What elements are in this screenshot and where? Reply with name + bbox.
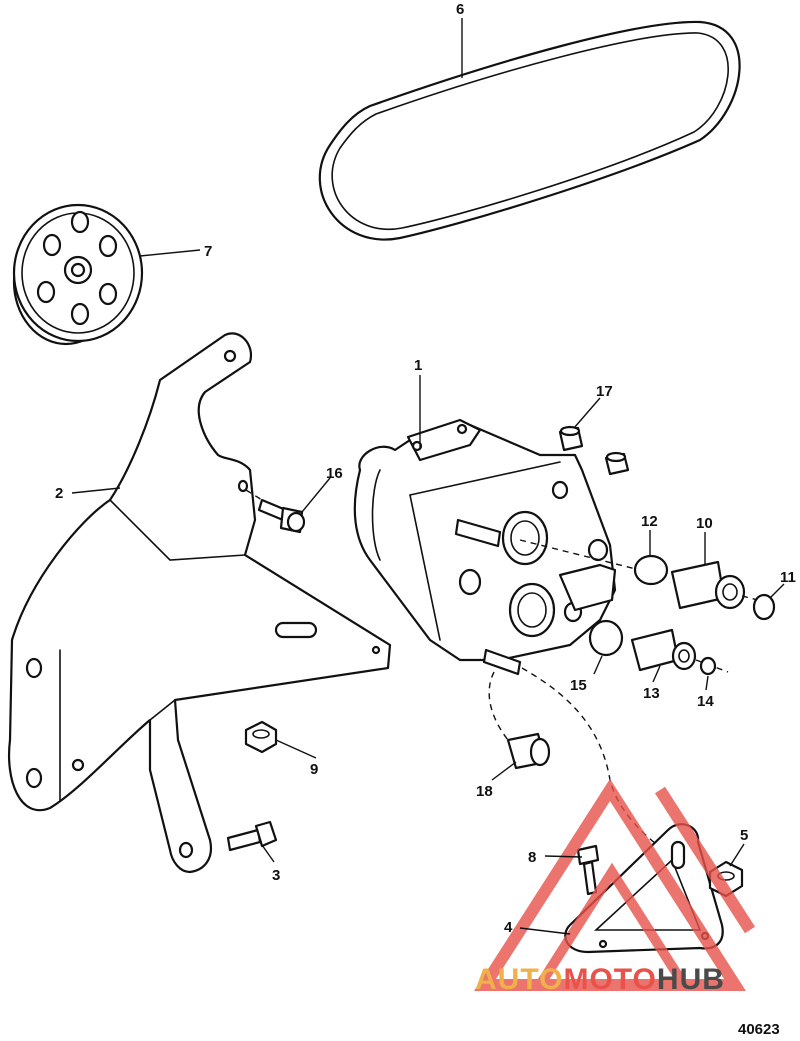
callout-6: 6	[456, 1, 464, 18]
watermark-auto: AUTO	[475, 963, 563, 996]
figure-number: 40623	[738, 1021, 780, 1038]
plug-17	[558, 425, 630, 476]
callout-2: 2	[55, 485, 63, 502]
watermark-logo	[474, 778, 756, 991]
callout-17: 17	[596, 383, 613, 400]
bolt-8	[576, 844, 600, 896]
callout-15: 15	[570, 677, 587, 694]
callout-18: 18	[476, 783, 493, 800]
belt	[318, 20, 741, 241]
power-steering-pump	[353, 418, 641, 676]
o-ring-12	[633, 554, 669, 586]
nut-9	[244, 720, 278, 754]
callout-16: 16	[326, 465, 343, 482]
callout-11: 11	[780, 569, 796, 586]
callout-1: 1	[414, 357, 422, 374]
fitting-13	[630, 628, 729, 673]
bolt-16	[245, 489, 306, 534]
callout-4: 4	[504, 919, 513, 936]
callout-10: 10	[696, 515, 713, 532]
svg-text:AUTOMOTOHUB: AUTOMOTOHUB	[475, 963, 725, 996]
fitting-18	[488, 671, 551, 770]
bolt-3	[226, 820, 278, 852]
fitting-10	[670, 560, 759, 610]
callout-14: 14	[697, 693, 714, 710]
watermark-text: AUTOMOTOHUB	[475, 963, 725, 996]
o-ring-14	[699, 656, 717, 676]
callout-7: 7	[204, 243, 212, 260]
mounting-bracket	[8, 332, 392, 874]
leader-lines	[71, 18, 785, 935]
pulley	[12, 203, 144, 346]
watermark-moto: MOTO	[563, 963, 656, 996]
callout-3: 3	[272, 867, 280, 884]
callout-8: 8	[528, 849, 536, 866]
callouts: 1 2 3 4 5 6 7 8 9 10 11 12 13 14 15 16 1…	[55, 1, 796, 936]
o-ring-15	[588, 619, 624, 657]
callout-12: 12	[641, 513, 658, 530]
callout-9: 9	[310, 761, 318, 778]
callout-13: 13	[643, 685, 660, 702]
callout-5: 5	[740, 827, 748, 844]
o-ring-11	[752, 593, 776, 621]
watermark-hub: HUB	[657, 963, 725, 996]
